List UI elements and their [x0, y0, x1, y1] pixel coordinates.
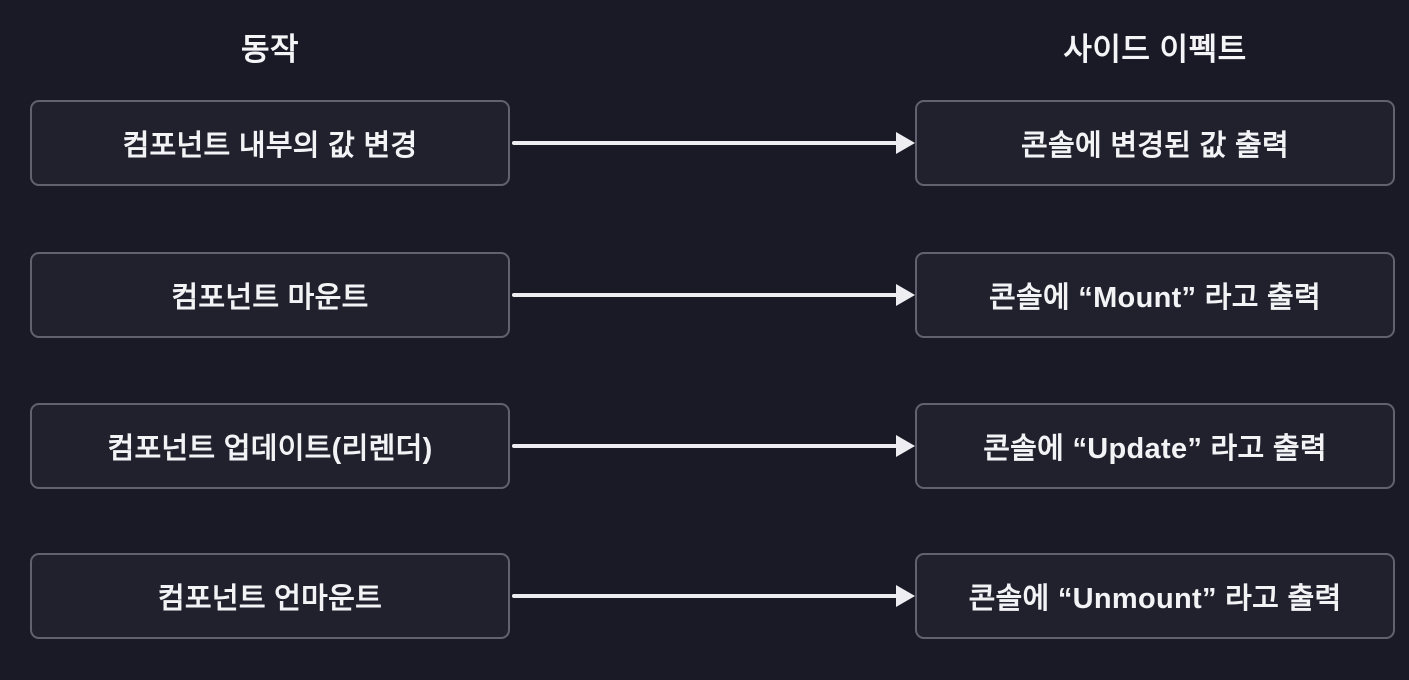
arrow-shaft [512, 141, 898, 145]
action-box-label: 컴포넌트 업데이트(리렌더) [107, 433, 433, 465]
action-box: 컴포넌트 업데이트(리렌더) [30, 403, 510, 489]
action-box-label: 컴포넌트 내부의 값 변경 [122, 130, 418, 162]
effect-box: 콘솔에 “Unmount” 라고 출력 [915, 553, 1395, 639]
diagram-row: 컴포넌트 마운트 콘솔에 “Mount” 라고 출력 [0, 252, 1409, 338]
effect-box-label: 콘솔에 “Update” 라고 출력 [983, 433, 1327, 465]
arrow-shaft [512, 444, 898, 448]
effect-box: 콘솔에 변경된 값 출력 [915, 100, 1395, 186]
action-box-label: 컴포넌트 언마운트 [157, 583, 383, 615]
right-arrow-icon [512, 252, 915, 338]
effect-box-label: 콘솔에 “Unmount” 라고 출력 [968, 583, 1342, 615]
effect-box: 콘솔에 “Update” 라고 출력 [915, 403, 1395, 489]
column-header-side-effect: 사이드 이펙트 [1063, 32, 1247, 67]
arrow-head [896, 132, 915, 154]
right-arrow-icon [512, 403, 915, 489]
arrow-shaft [512, 293, 898, 297]
arrow-shaft [512, 594, 898, 598]
right-arrow-icon [512, 553, 915, 639]
effect-box-label: 콘솔에 “Mount” 라고 출력 [989, 282, 1321, 314]
diagram-row: 컴포넌트 언마운트 콘솔에 “Unmount” 라고 출력 [0, 553, 1409, 639]
action-box: 컴포넌트 언마운트 [30, 553, 510, 639]
arrow-head [896, 435, 915, 457]
column-header-action: 동작 [240, 32, 300, 67]
effect-box: 콘솔에 “Mount” 라고 출력 [915, 252, 1395, 338]
action-box-label: 컴포넌트 마운트 [171, 282, 369, 314]
action-box: 컴포넌트 마운트 [30, 252, 510, 338]
arrow-head [896, 284, 915, 306]
right-arrow-icon [512, 100, 915, 186]
effect-box-label: 콘솔에 변경된 값 출력 [1021, 130, 1289, 162]
action-box: 컴포넌트 내부의 값 변경 [30, 100, 510, 186]
diagram-row: 컴포넌트 업데이트(리렌더) 콘솔에 “Update” 라고 출력 [0, 403, 1409, 489]
diagram-row: 컴포넌트 내부의 값 변경 콘솔에 변경된 값 출력 [0, 100, 1409, 186]
arrow-head [896, 585, 915, 607]
